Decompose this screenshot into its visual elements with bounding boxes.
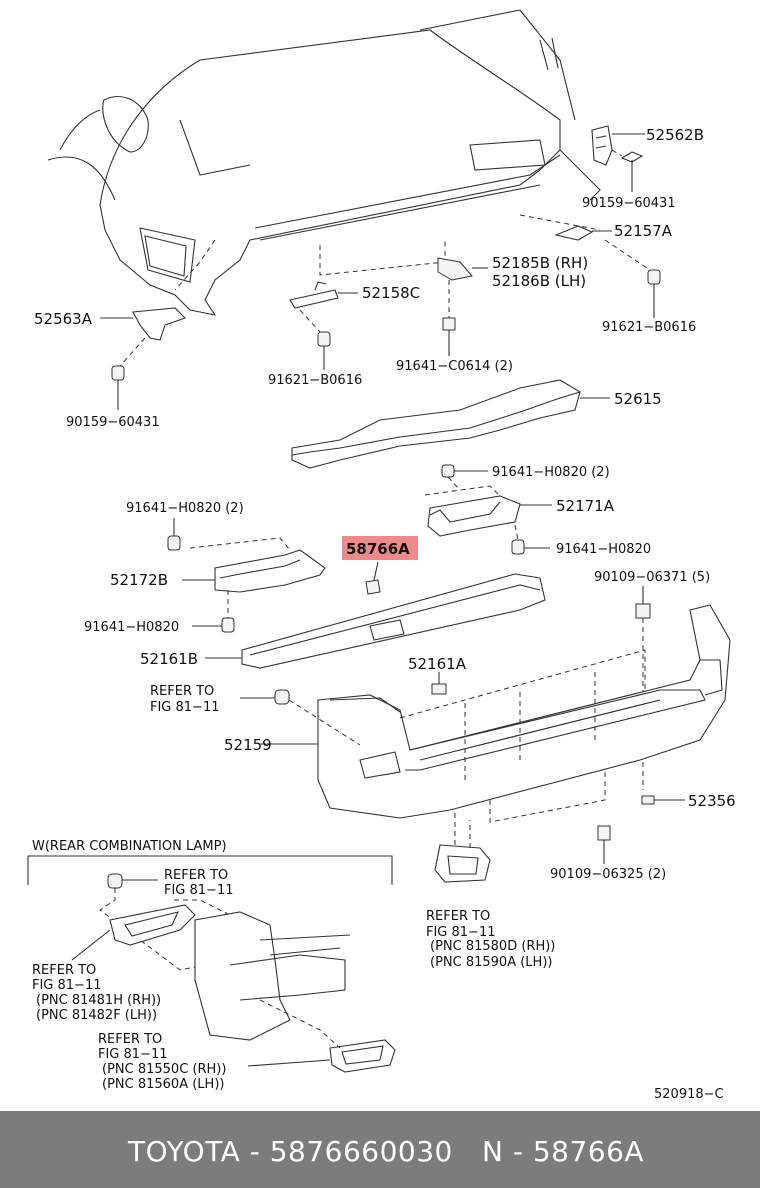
- refer-5-line4: (PNC 81560A (LH)): [102, 1077, 224, 1092]
- bracket-52158C: [289, 281, 358, 309]
- inset-title: W(REAR COMBINATION LAMP): [32, 839, 227, 854]
- label-52186B: 52186B (LH): [492, 272, 586, 290]
- bolt-91641-H0820-2-left: [167, 518, 181, 551]
- refer-5-line3: (PNC 81550C (RH)): [102, 1062, 226, 1077]
- retainer-52172B: [182, 537, 326, 593]
- refer-5-line2: FIG 81−11: [98, 1047, 168, 1062]
- label-90109-06325: 90109−06325 (2): [550, 867, 666, 882]
- footer-brand-part-number: TOYOTA - 5876660030: [128, 1135, 453, 1168]
- refer-2-line3: (PNC 81580D (RH)): [430, 939, 555, 954]
- label-91641-H0820-2-left: 91641−H0820 (2): [126, 501, 244, 516]
- bumper-cover-52159: [260, 604, 731, 823]
- label-90159-60431-top: 90159−60431: [582, 196, 676, 211]
- label-90109-06371: 90109−06371 (5): [594, 570, 710, 585]
- label-91641-H0820-right: 91641−H0820: [556, 542, 651, 557]
- refer-4-line2: FIG 81−11: [32, 978, 102, 993]
- refer-2-line1: REFER TO: [426, 909, 490, 924]
- label-52356: 52356: [688, 792, 736, 810]
- step-pad-52161B: [205, 573, 546, 669]
- refer-2-line4: (PNC 81590A (LH)): [430, 955, 552, 970]
- label-52562B: 52562B: [646, 126, 704, 144]
- label-91621-B0616-left: 91621−B0616: [268, 373, 362, 388]
- footer-bar: TOYOTA - 5876660030 N - 58766A: [0, 1111, 760, 1188]
- clip-52356: [641, 795, 685, 805]
- label-52172B: 52172B: [110, 571, 168, 589]
- clip-52161A: [431, 672, 447, 695]
- refer-1-line1: REFER TO: [150, 684, 214, 699]
- refer-4-line3: (PNC 81481H (RH)): [36, 993, 161, 1008]
- bolt-91641-C0614: [442, 280, 456, 356]
- parts-diagram: 52562B 90159−60431 52157A 52185B (RH) 52…: [27, 9, 736, 1102]
- bolt-91621-B0616-left: [299, 309, 331, 370]
- refer-3-line1: REFER TO: [164, 868, 228, 883]
- vehicle-body-outline: [47, 9, 601, 316]
- label-52161A: 52161A: [408, 655, 467, 673]
- refer-4-line4: (PNC 81482F (LH)): [36, 1008, 157, 1023]
- label-52161B: 52161B: [140, 650, 198, 668]
- label-91641-H0820-2-right: 91641−H0820 (2): [492, 465, 610, 480]
- bolt-91641-H0820-left: [192, 590, 235, 633]
- label-91641-C0614: 91641−C0614 (2): [396, 359, 513, 374]
- reflector-lower: [434, 810, 491, 883]
- refer-nut-upper: [240, 689, 361, 746]
- bracket-52157A: [554, 225, 612, 241]
- label-52158C: 52158C: [362, 284, 420, 302]
- bolt-91641-H0820-right: [511, 524, 550, 555]
- inset-rear-combination-lamp: [27, 855, 396, 1073]
- bracket-52563A: [100, 307, 187, 341]
- clip-58766A: [342, 536, 418, 595]
- bracket-52185B: [437, 257, 488, 281]
- refer-3-line2: FIG 81−11: [164, 883, 234, 898]
- label-52171A: 52171A: [556, 497, 615, 515]
- label-52185B: 52185B (RH): [492, 254, 588, 272]
- label-91641-H0820-left: 91641−H0820: [84, 620, 179, 635]
- bolt-90159-60431-top: [611, 149, 644, 192]
- figure-code: 520918−C: [654, 1087, 724, 1102]
- label-90159-60431-left: 90159−60431: [66, 415, 160, 430]
- refer-2-line2: FIG 81−11: [426, 925, 496, 940]
- label-58766A: 58766A: [346, 540, 410, 558]
- bolt-91641-H0820-2-right: [441, 464, 488, 491]
- refer-5-line1: REFER TO: [98, 1032, 162, 1047]
- refer-4-line1: REFER TO: [32, 963, 96, 978]
- reinforcement-52615: [291, 379, 610, 469]
- bolt-90109-06325: [597, 825, 611, 864]
- label-52157A: 52157A: [614, 222, 673, 240]
- bracket-52562B: [591, 125, 645, 166]
- label-52615: 52615: [614, 390, 662, 408]
- label-52159: 52159: [224, 736, 272, 754]
- label-91621-B0616-right: 91621−B0616: [602, 320, 696, 335]
- bolt-91621-B0616-right: [604, 239, 661, 318]
- label-52563A: 52563A: [34, 310, 93, 328]
- retainer-52171A: [424, 485, 552, 537]
- refer-1-line2: FIG 81−11: [150, 700, 220, 715]
- part-labels: 52562B 90159−60431 52157A 52185B (RH) 52…: [32, 126, 736, 1102]
- bolt-90159-60431-left: [111, 337, 146, 410]
- footer-pnc: N - 58766A: [482, 1135, 645, 1168]
